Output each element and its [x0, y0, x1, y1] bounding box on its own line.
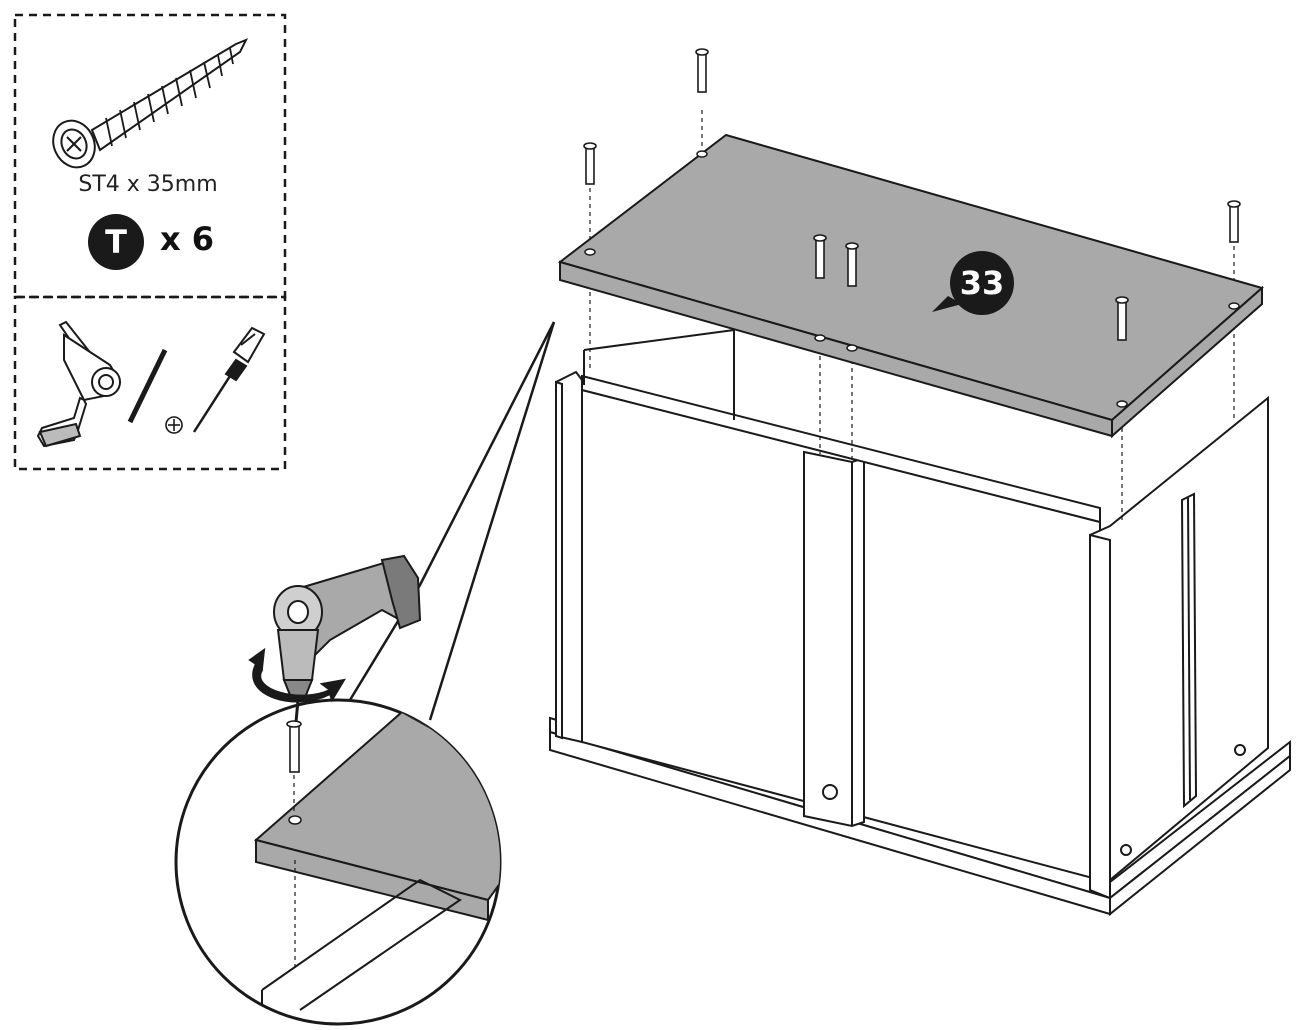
zoom-screw — [286, 720, 302, 812]
part-quantity: x 6 — [160, 220, 215, 258]
wood-screw-icon — [52, 38, 249, 169]
phillips-screwdriver-icon — [192, 326, 266, 433]
screw-2 — [583, 142, 597, 185]
screws-row — [583, 48, 1241, 341]
parts-box — [13, 13, 287, 471]
screw-1 — [695, 48, 709, 93]
top-panel — [557, 133, 1265, 439]
step-number: 33 — [959, 264, 1005, 302]
drill-bit-icon — [127, 348, 168, 424]
part-spec-label: ST4 x 35mm — [78, 172, 218, 197]
zoom-detail — [174, 698, 502, 1026]
screw-4 — [845, 242, 859, 287]
drill-illustration — [273, 554, 422, 723]
screw-5 — [1115, 296, 1129, 341]
part-letter: T — [105, 223, 127, 261]
zoom-callout-lines — [348, 321, 556, 721]
screw-3 — [813, 234, 827, 279]
phillips-symbol-icon — [165, 416, 183, 434]
cordless-drill-icon — [36, 320, 122, 448]
screw-6 — [1227, 200, 1241, 243]
rotation-arrow-icon — [248, 647, 346, 703]
step-number-badge — [932, 251, 1014, 315]
cabinet-body — [549, 329, 1291, 917]
part-letter-badge — [88, 214, 144, 270]
